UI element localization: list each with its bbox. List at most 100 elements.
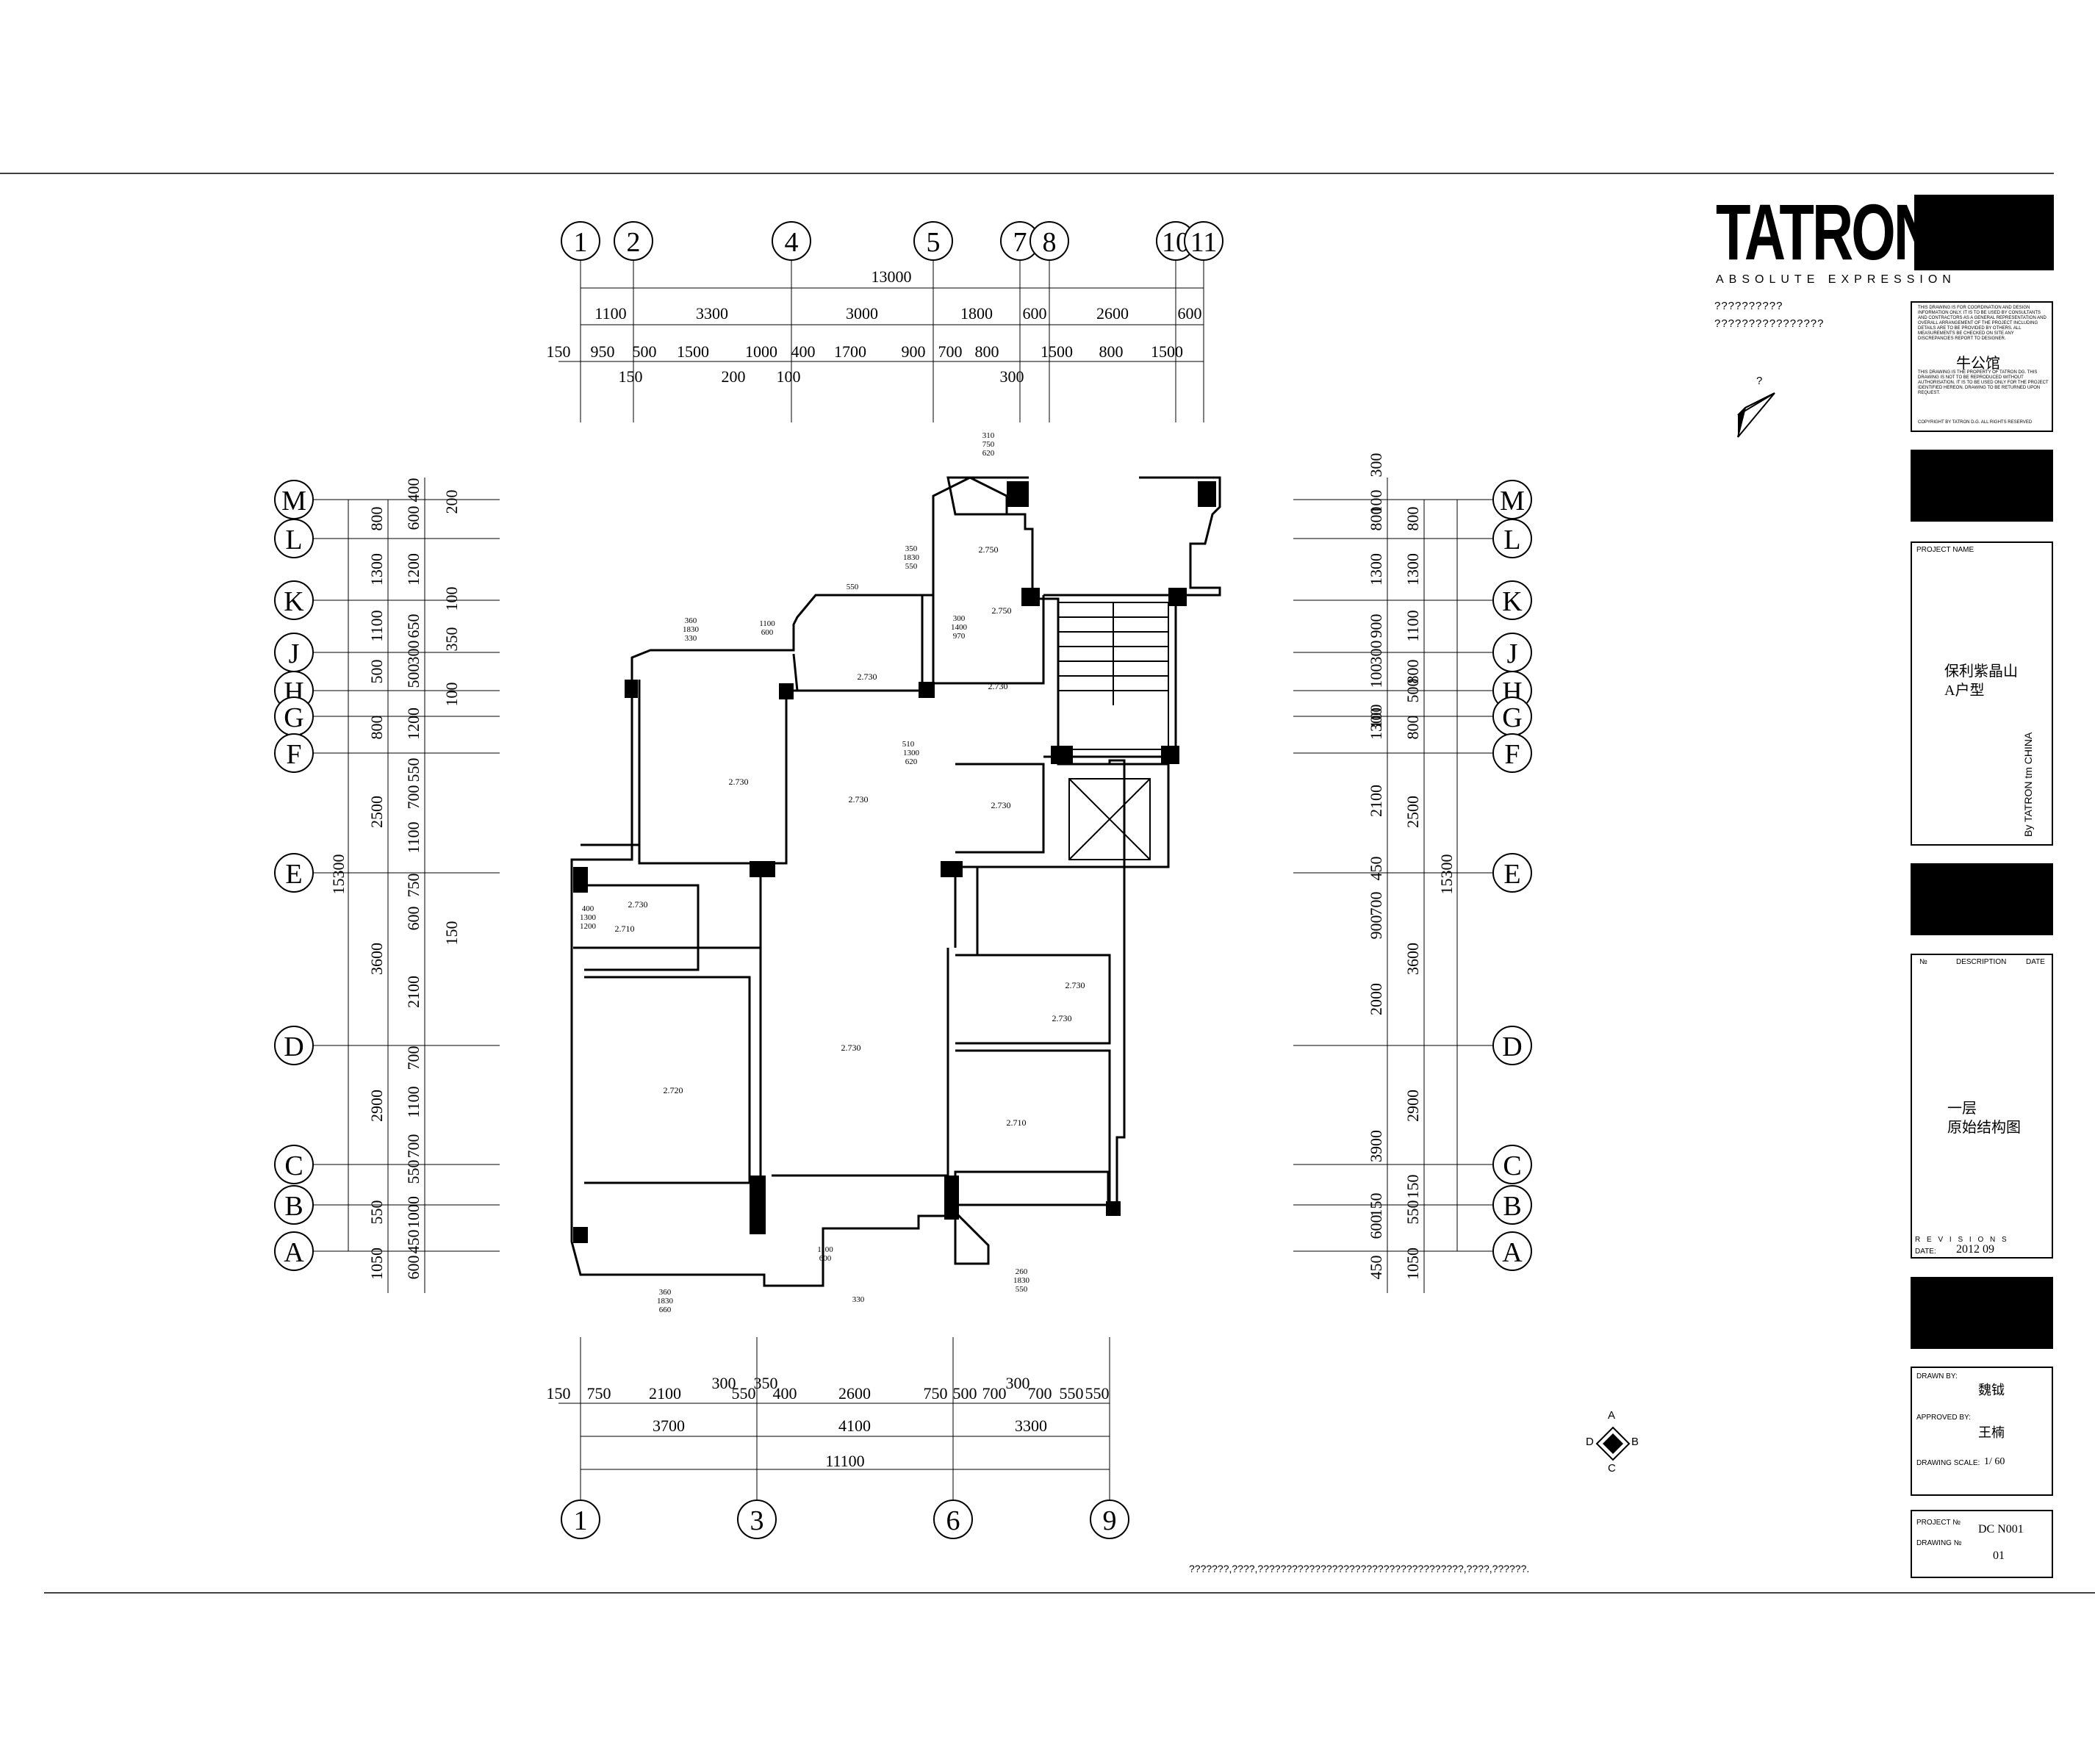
dim-left-row1: 2900: [367, 1090, 386, 1122]
plan-dim-label: 1300: [903, 749, 920, 757]
dim-bottom-row2: 2600: [838, 1384, 871, 1403]
dim-top-row1: 3000: [846, 304, 878, 323]
revisions-label: R E V I S I O N S: [1915, 1236, 2009, 1244]
dim-bottom-row2: 700: [1028, 1384, 1052, 1403]
dim-right-row2: 450: [1367, 1256, 1385, 1280]
plan-dim-label: 260: [1016, 1267, 1028, 1276]
plan-dim-label: 400: [582, 904, 594, 913]
project-label: PROJECT NAME: [1916, 546, 1974, 554]
drawing-no-value: 01: [1993, 1549, 2005, 1562]
dim-left-row1: 1100: [367, 610, 386, 641]
grid-left-E-label: E: [285, 859, 302, 890]
grid-bottom-3-label: 3: [750, 1505, 764, 1536]
dim-left-row2: 600: [404, 506, 423, 530]
plan-elevation-label: 2.730: [858, 672, 877, 682]
dim-left-row2: 400: [404, 478, 423, 503]
dim-right-row2: 1300: [1367, 553, 1385, 586]
title-block-band-3: [1911, 1277, 2053, 1349]
plan-dim-label: 1400: [951, 623, 968, 632]
grid-left-L-label: L: [285, 525, 302, 555]
plan-dim-label: 1300: [580, 913, 597, 922]
section-mark-b: B: [1631, 1436, 1640, 1448]
plan-dim-label: 1830: [657, 1297, 674, 1306]
interior-wall-1: [581, 680, 641, 846]
grid-left-C-label: C: [284, 1151, 303, 1181]
dim-right-row2: 300: [1367, 641, 1385, 665]
interior-wall-8: [955, 954, 1111, 1045]
dim-bottom-row2: 150: [547, 1384, 571, 1403]
plan-elevation-label: 2.730: [1066, 980, 1085, 990]
dim-left-row3: 100: [442, 683, 461, 707]
grid-top-4-label: 4: [785, 227, 799, 258]
drawn-label: DRAWN BY:: [1916, 1372, 1958, 1380]
brand-logo-block: [1914, 195, 2054, 270]
brand-tagline: ABSOLUTE EXPRESSION: [1716, 273, 1956, 286]
dim-right-row1: 2900: [1404, 1090, 1422, 1122]
dim-right-row2: 800: [1367, 507, 1385, 531]
grid-top-2-label: 2: [627, 227, 641, 258]
grid-left-K-label: K: [284, 586, 304, 617]
grid-left-F-label: F: [286, 739, 301, 770]
dim-left-row2: 1000: [404, 1196, 423, 1228]
dim-right-row1: 800: [1404, 716, 1422, 740]
scale-label: DRAWING SCALE:: [1916, 1459, 1980, 1467]
plan-dim-label: 1100: [817, 1245, 833, 1254]
balcony-wall: [1139, 476, 1221, 597]
disclaimer-box: THIS DRAWING IS FOR COORDINATION AND DES…: [1911, 301, 2053, 432]
dim-bottom-row2: 400: [773, 1384, 797, 1403]
project-name-line2: A户型: [1944, 683, 1985, 699]
project-no-label: PROJECT №: [1916, 1519, 1961, 1527]
dim-right-row1: 800: [1404, 507, 1422, 531]
section-mark-d: D: [1586, 1436, 1595, 1448]
section-mark-c: C: [1608, 1462, 1617, 1475]
approved-label: APPROVED BY:: [1916, 1414, 1971, 1422]
dim-top-row2: 700: [938, 342, 963, 361]
dim-right-row1: 500: [1404, 679, 1422, 703]
grid-right-D-label: D: [1502, 1032, 1522, 1062]
project-by: By TATRON tm CHINA: [2022, 732, 2034, 837]
plan-dim-label: 600: [761, 628, 774, 637]
dim-left-row2: 550: [404, 758, 423, 782]
dim-top-row2-below: 150: [619, 367, 643, 386]
dim-right-row2: 150: [1367, 1193, 1385, 1217]
plan-dim-label: 1830: [1013, 1276, 1030, 1285]
plan-dim-label: 330: [852, 1295, 865, 1304]
plan-dim-label: 510: [902, 740, 915, 749]
brand-logo: TATRON: [1716, 189, 2054, 276]
dim-top-row1: 1100: [594, 304, 626, 323]
north-mark: ?: [1756, 375, 1764, 387]
header-placeholder-1: ??????????: [1714, 300, 1783, 312]
plan-dim-label: 660: [659, 1306, 672, 1314]
dim-right-overall: 15300: [1437, 854, 1456, 895]
grid-right-M-label: M: [1500, 486, 1525, 516]
plan-dim-label: 550: [847, 583, 859, 591]
dim-left-row2: 700: [404, 1046, 423, 1070]
grid-top-11-label: 11: [1190, 227, 1218, 258]
plan-dim-label: 1100: [759, 619, 775, 628]
dim-right-row1: 550: [1404, 1200, 1422, 1225]
dim-top-row1: 3300: [696, 304, 728, 323]
grid-left-G-label: G: [284, 702, 303, 733]
revisions-col-desc: DESCRIPTION: [1956, 958, 2007, 966]
dim-left-row2: 600: [404, 1256, 423, 1280]
grid-bottom-9-label: 9: [1103, 1505, 1117, 1536]
plan-elevation-label: 2.730: [991, 800, 1011, 810]
section-marker-icon: [1595, 1426, 1631, 1461]
dim-left-row3: 350: [442, 627, 461, 652]
dim-left-row1: 550: [367, 1200, 386, 1225]
plan-elevation-label: 2.730: [729, 777, 749, 787]
revisions-col-no: №: [1919, 958, 1928, 966]
dim-right-row2: 100: [1367, 490, 1385, 514]
drawing-title-line2: 原始结构图: [1947, 1120, 2021, 1136]
dim-bottom-row2: 550: [1060, 1384, 1084, 1403]
exterior-wall-left: [570, 476, 1126, 1287]
grid-right-A-label: A: [1502, 1237, 1523, 1268]
revisions-date: 2012 09: [1956, 1243, 1994, 1256]
north-arrow-icon: [1737, 392, 1775, 438]
dim-top-row2: 1500: [677, 342, 709, 361]
grid-left-B-label: B: [284, 1191, 303, 1222]
drawing-no-label: DRAWING №: [1916, 1539, 1962, 1547]
